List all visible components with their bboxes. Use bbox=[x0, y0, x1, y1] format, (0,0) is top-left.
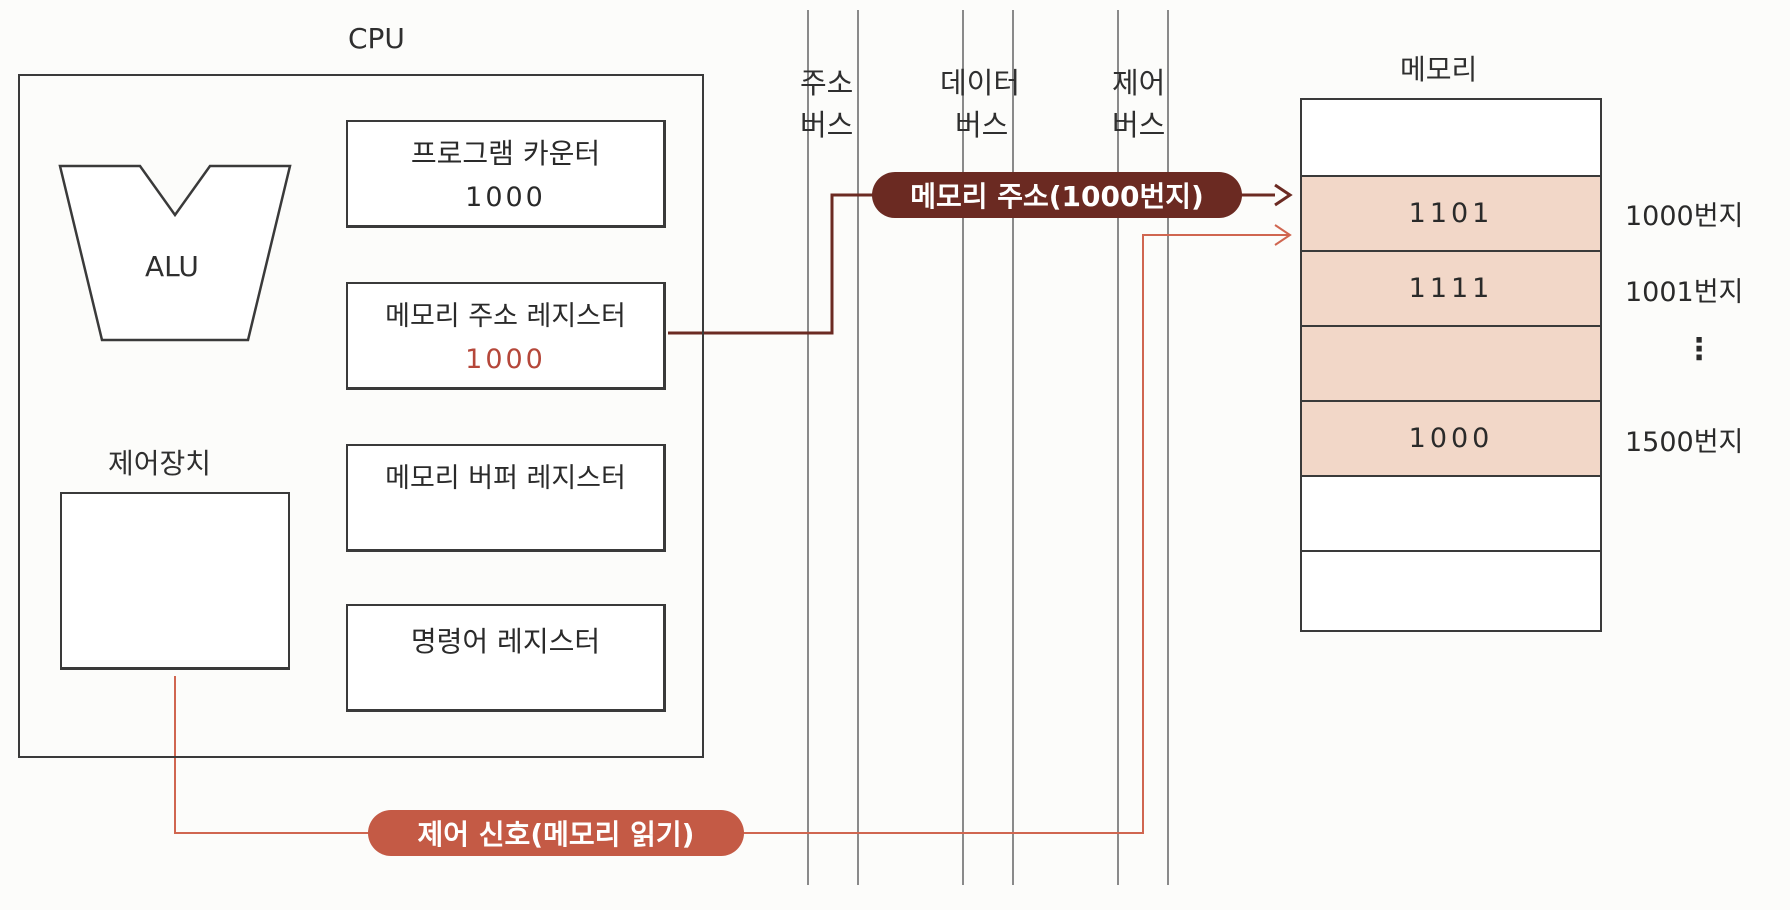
cpu-box bbox=[18, 74, 704, 758]
memory-cell-1001: 1111 bbox=[1302, 250, 1600, 325]
program-counter-value: 1000 bbox=[465, 182, 546, 213]
memory-title: 메모리 bbox=[1400, 53, 1478, 86]
address-label-1001: 1001번지 bbox=[1625, 277, 1744, 308]
address-arrow-head bbox=[1274, 183, 1293, 207]
control-bus-label-1: 제어 bbox=[1112, 66, 1166, 100]
alu-label: ALU bbox=[145, 250, 199, 283]
alu-shape bbox=[58, 164, 292, 342]
memory-cell-ellipsis bbox=[1302, 325, 1600, 400]
cpu-title: CPU bbox=[348, 22, 405, 55]
data-bus-label-1: 데이터 bbox=[940, 66, 1021, 100]
control-unit-label: 제어장치 bbox=[108, 447, 212, 480]
memory-address-register: 메모리 주소 레지스터 1000 bbox=[346, 282, 666, 390]
bus-lines bbox=[807, 10, 1169, 885]
address-label-1000: 1000번지 bbox=[1625, 201, 1744, 232]
data-bus-label-2: 버스 bbox=[955, 108, 1009, 142]
memory-cell-1500: 1000 bbox=[1302, 400, 1600, 475]
address-ellipsis: ⋮ bbox=[1684, 332, 1714, 367]
control-bus-label-2: 버스 bbox=[1112, 108, 1166, 142]
program-counter-label: 프로그램 카운터 bbox=[410, 137, 601, 170]
memory-address-register-label: 메모리 주소 레지스터 bbox=[385, 301, 626, 332]
memory-address-register-value: 1000 bbox=[465, 344, 546, 375]
control-signal-line bbox=[174, 234, 1290, 834]
control-unit-box bbox=[60, 492, 290, 670]
memory-box: 1101 1111 1000 bbox=[1300, 98, 1602, 632]
memory-cell bbox=[1302, 550, 1600, 630]
address-label-1500: 1500번지 bbox=[1625, 427, 1744, 458]
memory-buffer-register-label: 메모리 버퍼 레지스터 bbox=[385, 463, 626, 494]
memory-cell bbox=[1302, 475, 1600, 550]
memory-cell bbox=[1302, 100, 1600, 175]
instruction-register: 명령어 레지스터 bbox=[346, 604, 666, 712]
memory-address-signal-label: 메모리 주소(1000번지) bbox=[872, 172, 1242, 218]
memory-cell-1000: 1101 bbox=[1302, 175, 1600, 250]
address-bus-label-1: 주소 bbox=[800, 66, 854, 100]
address-bus-label-2: 버스 bbox=[800, 108, 854, 142]
program-counter-register: 프로그램 카운터 1000 bbox=[346, 120, 666, 228]
control-arrow-head bbox=[1274, 224, 1292, 246]
memory-buffer-register: 메모리 버퍼 레지스터 bbox=[346, 444, 666, 552]
instruction-register-label: 명령어 레지스터 bbox=[410, 625, 601, 658]
control-signal-label: 제어 신호(메모리 읽기) bbox=[368, 810, 744, 856]
